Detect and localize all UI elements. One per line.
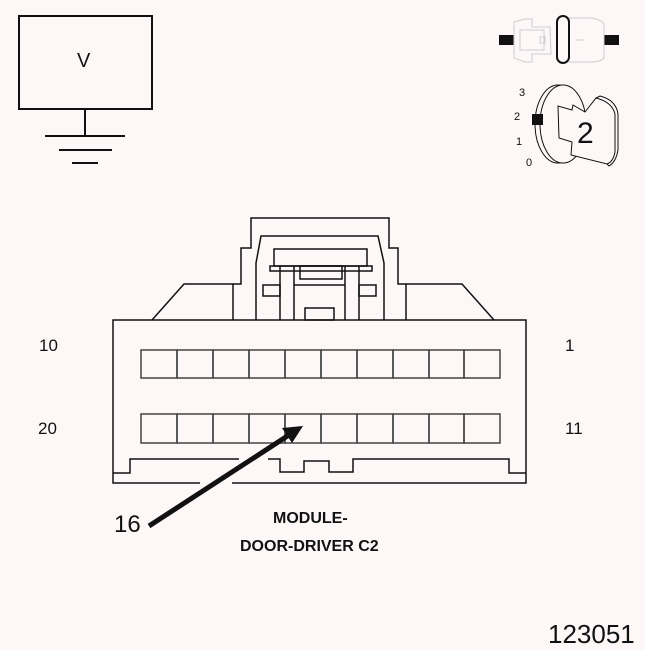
key-position-2: 2 bbox=[514, 111, 521, 123]
pin-row-top bbox=[140, 349, 501, 379]
ignition-key-icon bbox=[532, 84, 619, 167]
pin-label-top-right: 1 bbox=[565, 336, 575, 355]
key-label: 2 bbox=[577, 117, 594, 150]
callout-pin-label: 16 bbox=[114, 511, 141, 538]
pin-label-bottom-right: 11 bbox=[565, 419, 583, 438]
key-position-1: 1 bbox=[516, 136, 523, 148]
pin-row-bottom bbox=[140, 413, 501, 444]
pin-label-top-left: 10 bbox=[39, 336, 58, 355]
connector-face bbox=[112, 217, 527, 484]
key-position-0: 0 bbox=[526, 157, 533, 169]
disconnected-connector-icon bbox=[499, 15, 619, 64]
figure-id: 123051 bbox=[548, 619, 635, 649]
key-position-3: 3 bbox=[519, 87, 526, 99]
callout-arrow-icon bbox=[147, 426, 303, 529]
voltmeter-label: V bbox=[77, 50, 91, 72]
connector-title-line1: MODULE- bbox=[273, 510, 348, 527]
pin-label-bottom-left: 20 bbox=[38, 419, 57, 438]
connector-title-line2: DOOR-DRIVER C2 bbox=[240, 538, 379, 555]
voltmeter-ground-icon bbox=[18, 15, 153, 164]
